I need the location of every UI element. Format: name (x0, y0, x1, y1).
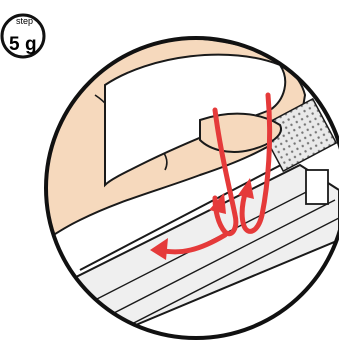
latch-block (306, 170, 328, 204)
step-word: step (16, 16, 33, 26)
step-badge: step 5 g (2, 15, 44, 57)
step-number: 5 (9, 34, 20, 55)
step-letter: g (25, 34, 37, 55)
